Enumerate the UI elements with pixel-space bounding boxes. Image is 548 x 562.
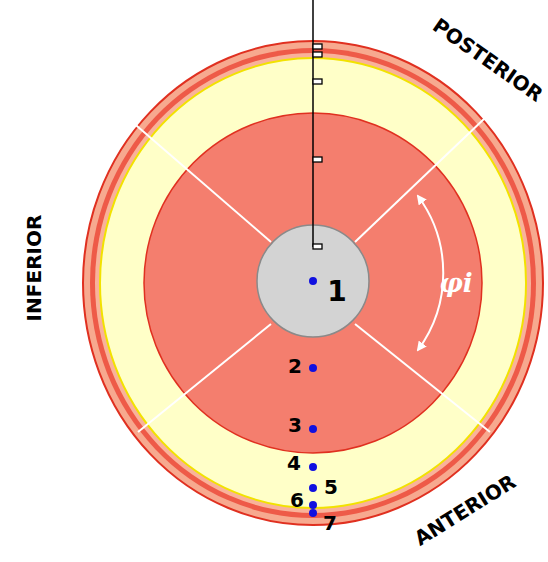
callout-number: 7 bbox=[323, 513, 337, 533]
direction-label: INFERIOR bbox=[24, 215, 44, 322]
callout-number: 1 bbox=[327, 278, 346, 306]
callout-number: 4 bbox=[287, 453, 301, 473]
callout-number: 2 bbox=[288, 356, 302, 376]
callout-number: 3 bbox=[288, 415, 302, 435]
angle-label: φi bbox=[439, 270, 472, 296]
measure-points bbox=[309, 277, 317, 517]
sector-lines bbox=[130, 118, 490, 432]
probe-line bbox=[312, 0, 314, 247]
callout-number: 5 bbox=[324, 477, 338, 497]
callout-number: 6 bbox=[290, 490, 304, 510]
probe-marks bbox=[313, 44, 322, 249]
